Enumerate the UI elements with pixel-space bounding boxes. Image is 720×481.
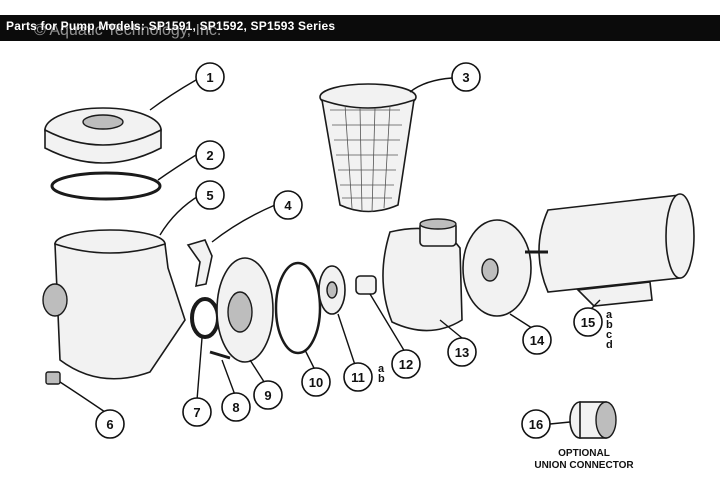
svg-text:8: 8 [232,400,239,415]
callout-4: 4 [273,190,303,220]
part-impeller [318,265,346,315]
svg-text:10: 10 [309,375,323,390]
part-screw [209,350,231,360]
callout-7: 7 [182,397,212,427]
svg-text:15: 15 [581,315,595,330]
callout-1: 1 [195,62,225,92]
svg-text:7: 7 [193,405,200,420]
part-pump-housing [42,229,186,380]
svg-text:13: 13 [455,345,469,360]
callout-10: 10 [301,367,331,397]
svg-text:2: 2 [206,148,213,163]
leader-lines [59,77,601,425]
part-clamp-clip [186,239,213,288]
svg-text:12: 12 [399,357,413,372]
svg-text:11: 11 [351,370,365,385]
svg-text:ab: ab [378,363,385,385]
callout-12: 12 [391,349,421,379]
svg-text:5: 5 [206,188,213,203]
callout-5: 5 [195,180,225,210]
caption-optional: OPTIONAL [558,448,610,459]
callout-6: 6 [95,409,125,439]
part-lid [44,107,162,164]
svg-text:3: 3 [462,70,469,85]
part-shaft-seal [355,275,377,295]
svg-text:6: 6 [106,417,113,432]
callout-9: 9 [253,380,283,410]
svg-text:4: 4 [284,198,292,213]
page-title: Parts for Pump Models: SP1591, SP1592, S… [6,19,336,33]
header-bar: Parts for Pump Models: SP1591, SP1592, S… [0,15,720,41]
part-seal-ring [190,297,220,339]
svg-text:14: 14 [530,333,545,348]
part-lid-oring [50,171,162,201]
part-motor [525,193,695,307]
part-union-connector [569,401,617,439]
svg-text:9: 9 [264,388,271,403]
callout-2: 2 [195,140,225,170]
part-strainer-basket [319,83,417,213]
part-drain-plug [45,371,61,385]
part-seal-plate [216,257,274,363]
part-motor-adapter [382,218,463,332]
watermark: © Aquatic Technology, Inc. [34,22,222,39]
callout-14: 14 [522,325,552,355]
svg-text:1: 1 [206,70,213,85]
part-motor-cover [462,219,532,317]
callout-8: 8 [221,392,251,422]
part-gasket [274,261,322,355]
callout-16: 16 [521,409,551,439]
svg-text:16: 16 [529,417,543,432]
callout-3: 3 [451,62,481,92]
callout-13: 13 [447,337,477,367]
caption-union-connector: UNION CONNECTOR [534,460,634,471]
